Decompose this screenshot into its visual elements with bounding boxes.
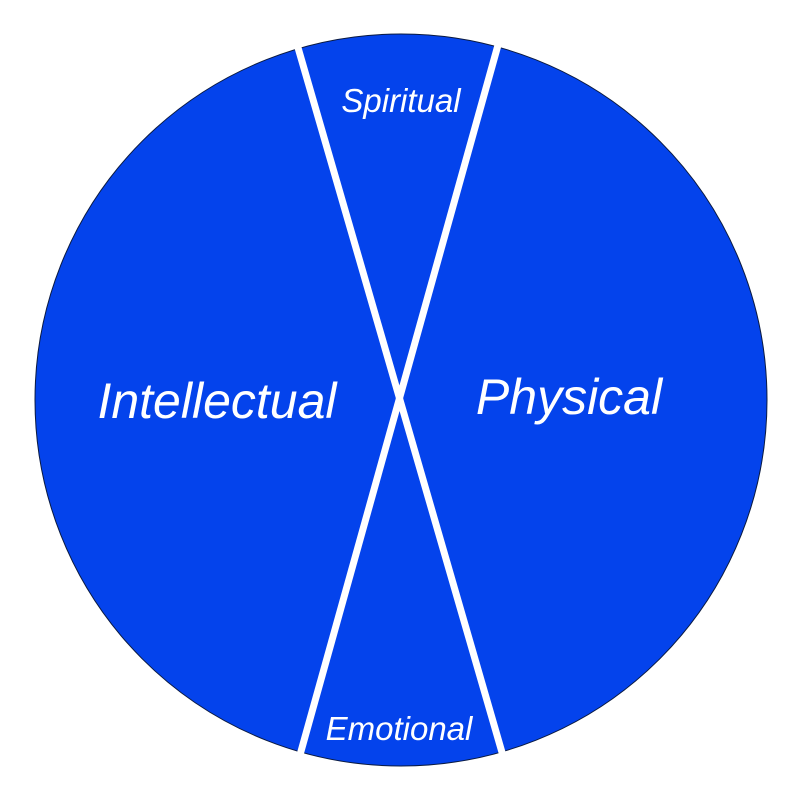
divider-line-right-to-left bbox=[289, 19, 509, 781]
segment-label-spiritual: Spiritual bbox=[341, 82, 462, 119]
segment-label-physical: Physical bbox=[476, 369, 664, 425]
segment-label-intellectual: Intellectual bbox=[97, 373, 338, 429]
segment-label-emotional: Emotional bbox=[326, 710, 474, 747]
